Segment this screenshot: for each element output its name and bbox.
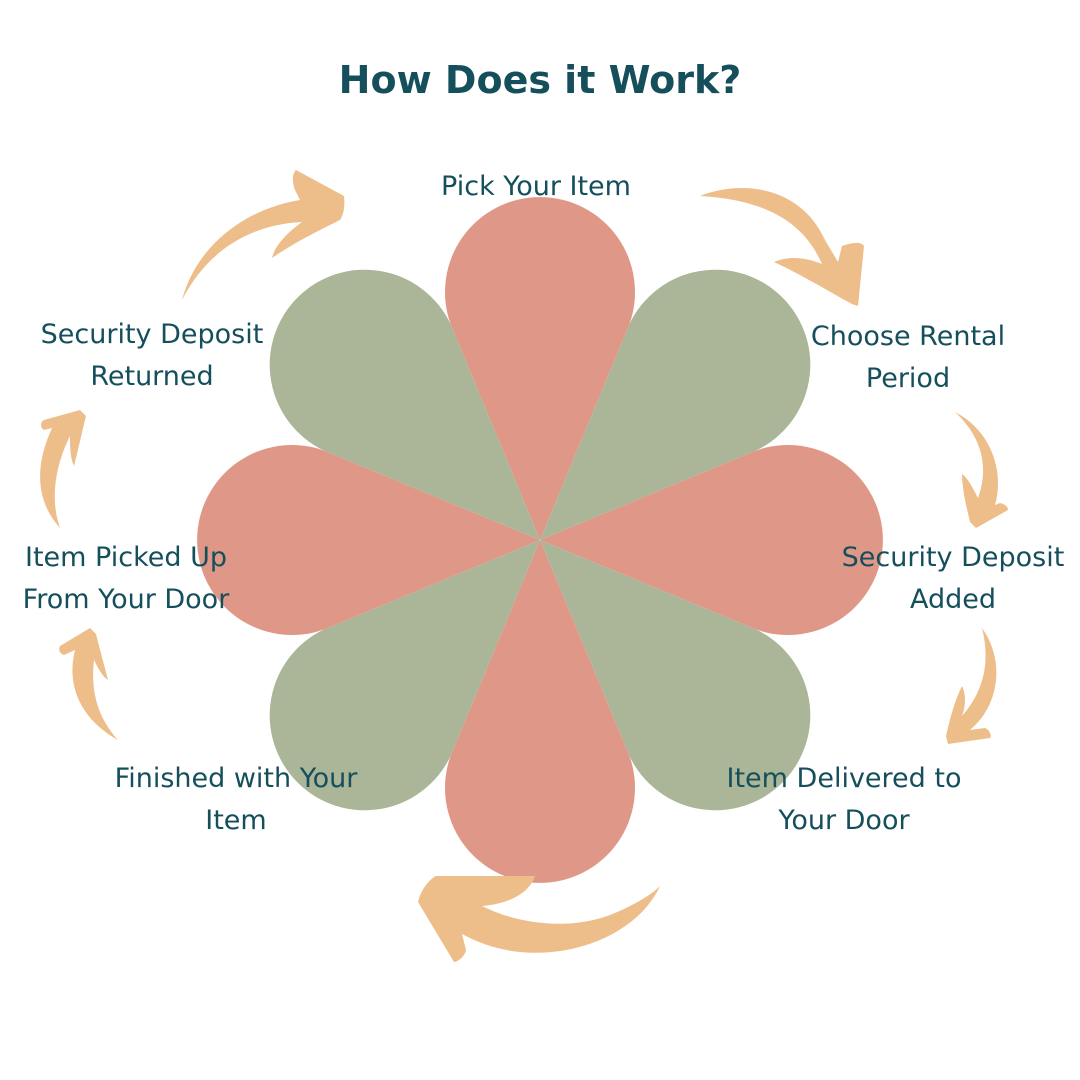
step-text-line: Added bbox=[909, 584, 997, 615]
step-text-line: Your Door bbox=[778, 805, 910, 836]
arrow-icon-2 bbox=[955, 412, 1008, 528]
flower-petal bbox=[540, 269, 811, 540]
step-text-line: Period bbox=[865, 363, 951, 394]
step-text-line: Finished with Your bbox=[114, 763, 358, 794]
step-text-line: Item Picked Up bbox=[24, 542, 227, 573]
step-label-finished-with-item: Finished with Your Item bbox=[115, 758, 358, 842]
flower-petal bbox=[444, 540, 635, 883]
step-text-line: Returned bbox=[90, 361, 214, 392]
step-text-line: From Your Door bbox=[22, 584, 230, 615]
step-text-line: Item Delivered to bbox=[726, 763, 962, 794]
flower-petal bbox=[540, 540, 811, 811]
flow-arrows bbox=[40, 170, 1008, 962]
step-text-line: Security Deposit bbox=[841, 542, 1065, 573]
arrow-icon-3 bbox=[946, 628, 997, 744]
arrow-icon-4 bbox=[418, 876, 660, 962]
flower-petal bbox=[269, 540, 540, 811]
flower-petal bbox=[445, 197, 635, 540]
step-text-line: Item bbox=[205, 805, 267, 836]
step-label-item-picked-up: Item Picked Up From Your Door bbox=[23, 537, 230, 621]
step-text-line: Pick Your Item bbox=[441, 171, 631, 202]
arrow-icon-5 bbox=[59, 628, 118, 740]
step-label-security-deposit-returned: Security Deposit Returned bbox=[41, 314, 264, 398]
step-text-line: Security Deposit bbox=[40, 319, 264, 350]
step-label-choose-rental-period: Choose Rental Period bbox=[811, 316, 1005, 400]
step-label-security-deposit-added: Security Deposit Added bbox=[842, 537, 1065, 621]
arrow-icon-6 bbox=[40, 410, 86, 528]
arrow-icon-7 bbox=[182, 170, 345, 300]
flower-petal bbox=[197, 445, 540, 635]
flower-petal bbox=[540, 445, 883, 635]
step-text-line: Choose Rental bbox=[810, 321, 1006, 352]
step-label-pick-your-item: Pick Your Item bbox=[441, 166, 631, 208]
arrow-icon-1 bbox=[700, 188, 864, 306]
flower-petal bbox=[269, 269, 540, 540]
flower-graphic bbox=[197, 197, 883, 883]
step-label-item-delivered: Item Delivered to Your Door bbox=[727, 758, 962, 842]
page-title: How Does it Work? bbox=[338, 58, 742, 102]
